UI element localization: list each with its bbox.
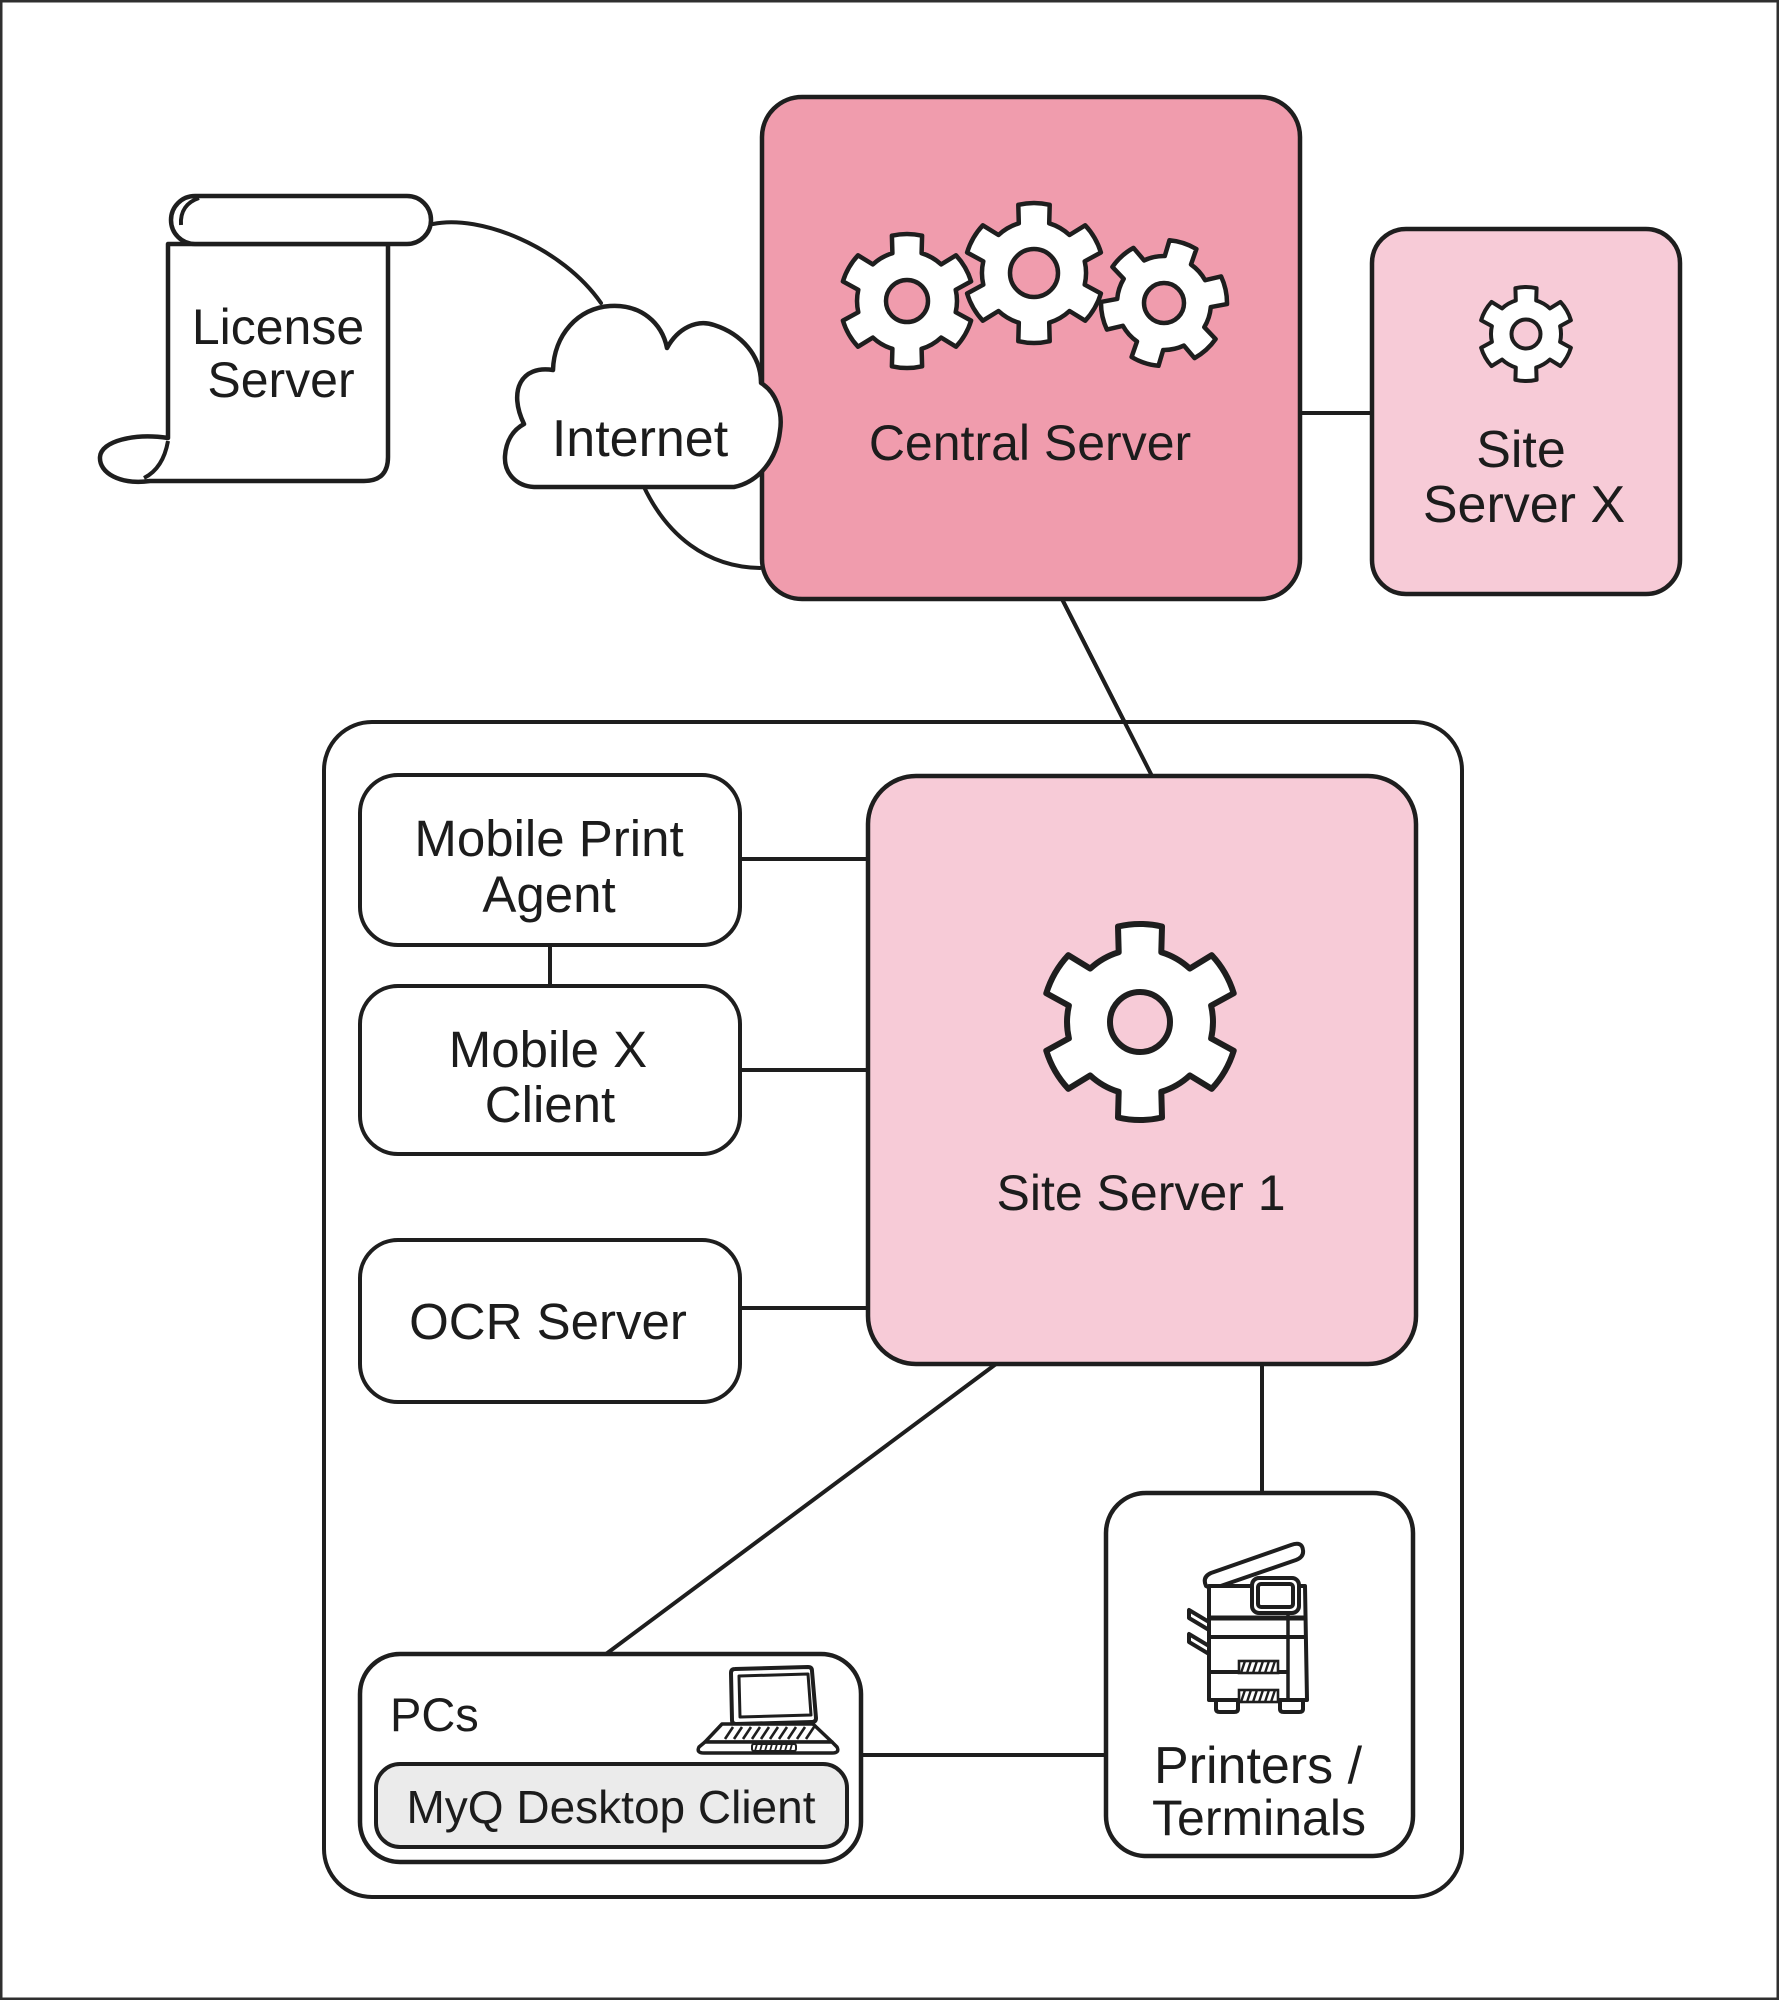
svg-text:Site Server 1: Site Server 1: [996, 1165, 1285, 1221]
svg-text:Terminals: Terminals: [1152, 1790, 1366, 1846]
svg-text:Agent: Agent: [482, 866, 615, 923]
svg-text:Mobile Print: Mobile Print: [414, 810, 683, 867]
svg-text:Server X: Server X: [1423, 476, 1625, 534]
svg-text:PCs: PCs: [390, 1688, 479, 1741]
svg-text:Server: Server: [207, 352, 354, 408]
svg-text:Client: Client: [485, 1076, 615, 1133]
svg-text:Site: Site: [1476, 421, 1566, 479]
svg-text:MyQ Desktop Client: MyQ Desktop Client: [406, 1781, 815, 1833]
svg-text:Mobile X: Mobile X: [449, 1021, 647, 1078]
svg-text:OCR Server: OCR Server: [409, 1293, 687, 1350]
svg-text:Printers /: Printers /: [1154, 1737, 1363, 1795]
svg-text:License: License: [192, 299, 364, 355]
svg-text:Internet: Internet: [552, 410, 729, 468]
svg-text:Central Server: Central Server: [869, 415, 1191, 471]
